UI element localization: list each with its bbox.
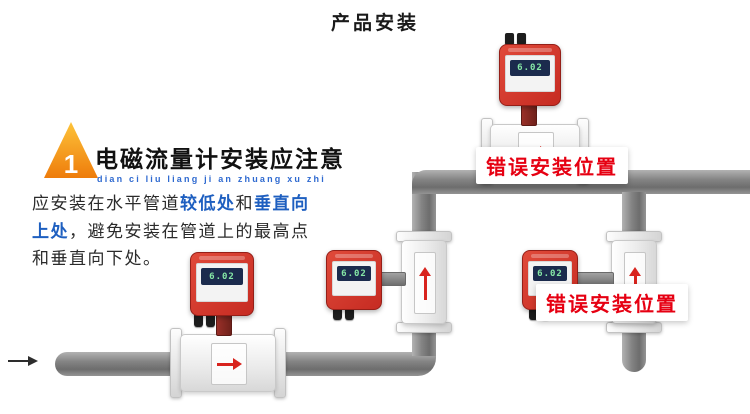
flow-direction-indicator (414, 252, 436, 314)
meter-transmitter-head-bottom: 6.02 (190, 252, 254, 316)
flow-direction-indicator (211, 343, 247, 385)
page-title: 产品安装 (330, 13, 419, 34)
warning-triangle-icon: 1 (44, 122, 98, 178)
notice-body: 应安装在水平管道较低处和垂直向上处，避免安装在管道上的最高点和垂直向下处。 (32, 190, 324, 273)
pipe-right-vertical-lower (622, 330, 646, 372)
arrow-stem (8, 360, 28, 362)
meter-lcd-display: 6.02 (510, 60, 550, 77)
meter-neck (216, 314, 232, 336)
meter-panel: 6.02 (505, 55, 555, 92)
body-segment: 和 (235, 194, 254, 213)
meter-lcd-display: 6.02 (201, 268, 243, 286)
flow-sensor-body-middle (401, 240, 447, 324)
notice-pinyin: dian ci liu liang ji an zhuang xu zhi (97, 174, 326, 184)
meter-panel: 6.02 (332, 261, 376, 296)
meter-neck (521, 104, 537, 126)
arrow-tip (28, 356, 38, 366)
cable-gland (517, 33, 526, 46)
cable-gland (194, 314, 203, 327)
flow-sensor-body-bottom (180, 334, 276, 392)
body-segment: ，避免安装在管道上的最高点和垂直向下处。 (32, 221, 310, 269)
error-label-right: 错误安装位置 (536, 284, 688, 321)
body-segment-highlight: 较低处 (180, 194, 236, 213)
cable-gland (505, 33, 514, 46)
right-arrow-icon (216, 358, 242, 370)
cable-gland (333, 307, 342, 320)
body-segment: 应安装在水平管道 (32, 194, 180, 213)
flow-direction-arrow (8, 356, 38, 366)
meter-neck (380, 272, 406, 286)
meter-transmitter-head-top: 6.02 (499, 44, 561, 106)
meter-lcd-display: 6.02 (533, 266, 567, 282)
cable-gland (345, 307, 354, 320)
cable-gland (529, 307, 538, 320)
cable-gland (206, 314, 215, 327)
badge-number: 1 (63, 149, 79, 179)
meter-transmitter-head-middle: 6.02 (326, 250, 382, 310)
pipe-right-vertical-upper (622, 192, 646, 234)
up-arrow-icon (419, 266, 431, 300)
body-segment-highlight: 垂直向上处 (32, 194, 310, 241)
meter-panel: 6.02 (196, 263, 248, 302)
error-label-top: 错误安装位置 (476, 147, 628, 184)
notice-heading: 电磁流量计安装应注意 (95, 146, 345, 172)
meter-lcd-display: 6.02 (337, 266, 371, 282)
